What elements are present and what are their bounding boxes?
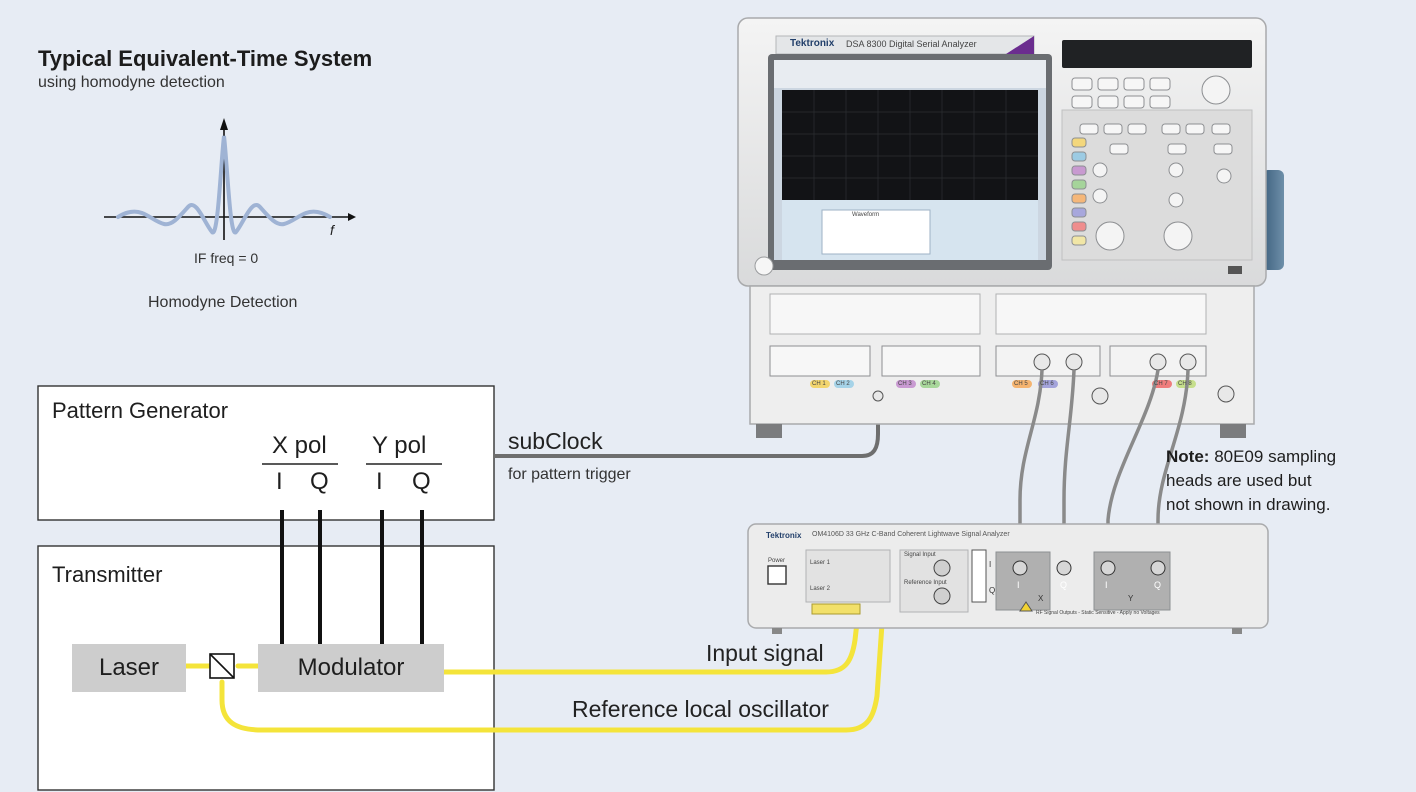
reference-input-label: Reference Input bbox=[904, 580, 947, 586]
subclock-sublabel: for pattern trigger bbox=[508, 466, 631, 483]
oscilloscope bbox=[737, 17, 1284, 438]
x-pol-i-label: I bbox=[276, 468, 283, 495]
screen-toolbar bbox=[774, 60, 1046, 88]
port-x-i-label: I bbox=[1017, 580, 1020, 590]
foot-right bbox=[1220, 424, 1246, 438]
slot-1 bbox=[769, 293, 981, 335]
note-text-1: 80E09 sampling bbox=[1214, 447, 1337, 466]
warning-icon bbox=[1019, 601, 1033, 612]
screen-grid bbox=[782, 90, 1038, 200]
beam-splitter-icon bbox=[209, 653, 235, 679]
signal-input-label: Signal Input bbox=[904, 552, 936, 558]
analyzer-power-button[interactable] bbox=[767, 565, 787, 585]
ch2-label: CH 2 bbox=[836, 381, 850, 387]
iq-cables bbox=[280, 510, 424, 644]
subclock-cable bbox=[494, 398, 880, 458]
module-bay-2 bbox=[881, 345, 981, 377]
oscilloscope-model: DSA 8300 Digital Serial Analyzer bbox=[846, 39, 977, 49]
ch6-label: CH 6 bbox=[1040, 381, 1054, 387]
port-y-i-label: I bbox=[1105, 580, 1108, 590]
display-strip bbox=[1062, 40, 1252, 68]
waveform-list bbox=[821, 209, 931, 255]
transmitter-label: Transmitter bbox=[52, 562, 163, 587]
power-button bbox=[754, 256, 774, 276]
y-label: Y bbox=[1128, 594, 1134, 603]
port-y-q-label: Q bbox=[1154, 580, 1162, 590]
oscilloscope-accent bbox=[1006, 36, 1034, 54]
note-line-1: Note: 80E09 sampling bbox=[1166, 446, 1336, 468]
module-bay-1 bbox=[769, 345, 871, 377]
hybrid-q-label: Q bbox=[989, 586, 996, 595]
warning-label bbox=[811, 603, 861, 615]
analyzer-warning-text: RF Signal Outputs - Static Sensitive - A… bbox=[1036, 610, 1160, 616]
port-x-q-label: Q bbox=[1060, 580, 1068, 590]
module-connectors bbox=[872, 353, 1235, 405]
pattern-generator-label: Pattern Generator bbox=[52, 398, 229, 423]
oscilloscope-handle bbox=[1262, 170, 1284, 270]
channel-buttons bbox=[1071, 137, 1087, 246]
panel-buttons bbox=[1071, 77, 1233, 155]
hybrid-i-label: I bbox=[989, 560, 992, 569]
note-line-3: not shown in drawing. bbox=[1166, 495, 1331, 514]
channel-labels-strip bbox=[810, 380, 1196, 388]
sinc-curve bbox=[116, 135, 332, 235]
note-line-2: heads are used but bbox=[1166, 471, 1312, 490]
diagram-title: Typical Equivalent-Time System bbox=[38, 46, 373, 71]
input-signal-label: Input signal bbox=[706, 640, 824, 666]
note-label: Note: bbox=[1166, 447, 1210, 466]
homodyne-spectrum bbox=[104, 118, 356, 240]
laser2-label: Laser 2 bbox=[810, 586, 831, 592]
modulator-block: Modulator bbox=[258, 644, 444, 692]
homodyne-caption: Homodyne Detection bbox=[148, 294, 298, 311]
laser-label: Laser bbox=[98, 654, 160, 681]
if-frequency-label: IF freq = 0 bbox=[194, 250, 259, 266]
analyzer-brand: Tektronix bbox=[766, 531, 802, 540]
power-label: Power bbox=[768, 558, 786, 564]
ch5-label: CH 5 bbox=[1014, 381, 1028, 387]
modulator-label: Modulator bbox=[297, 654, 405, 681]
amplitude-axis-arrow bbox=[220, 118, 228, 130]
hybrid-block bbox=[971, 549, 987, 603]
x-pol-label: X pol bbox=[272, 432, 327, 459]
foot-left bbox=[756, 424, 782, 438]
y-pol-q-label: Q bbox=[412, 468, 431, 495]
lightwave-analyzer bbox=[747, 523, 1269, 634]
x-label: X bbox=[1038, 594, 1044, 603]
analyzer-model: OM4106D 33 GHz C-Band Coherent Lightwave… bbox=[812, 531, 1010, 538]
panel-knobs bbox=[1092, 75, 1232, 251]
frequency-axis-arrow bbox=[348, 213, 356, 221]
diagram-subtitle: using homodyne detection bbox=[38, 74, 225, 91]
x-pol-q-label: Q bbox=[310, 468, 329, 495]
y-pol-i-label: I bbox=[376, 468, 383, 495]
control-panel bbox=[1061, 109, 1253, 261]
slot-2 bbox=[995, 293, 1207, 335]
subclock-label: subClock bbox=[508, 428, 603, 454]
pattern-generator-box bbox=[37, 385, 495, 521]
frequency-axis-label: f bbox=[330, 222, 334, 238]
laser-block: Laser bbox=[72, 644, 186, 692]
ch1-label: CH 1 bbox=[812, 381, 826, 387]
input-panel bbox=[899, 549, 969, 613]
ch7-label: CH 7 bbox=[1154, 381, 1168, 387]
laser-panel bbox=[805, 549, 891, 603]
waveform-tab-label: Waveform bbox=[852, 212, 880, 218]
ch8-label: CH 8 bbox=[1178, 381, 1192, 387]
output-connectors bbox=[1012, 560, 1166, 576]
sampling-cables bbox=[1018, 369, 1190, 566]
ch4-label: CH 4 bbox=[922, 381, 936, 387]
oscilloscope-brand: Tektronix bbox=[790, 38, 835, 49]
usb-port bbox=[1228, 266, 1242, 274]
laser1-label: Laser 1 bbox=[810, 560, 831, 566]
y-pol-label: Y pol bbox=[372, 432, 427, 459]
reference-oscillator-label: Reference local oscillator bbox=[572, 696, 829, 722]
ch3-label: CH 3 bbox=[898, 381, 912, 387]
signal-input-connector[interactable] bbox=[933, 559, 951, 577]
reference-input-connector[interactable] bbox=[933, 587, 951, 605]
